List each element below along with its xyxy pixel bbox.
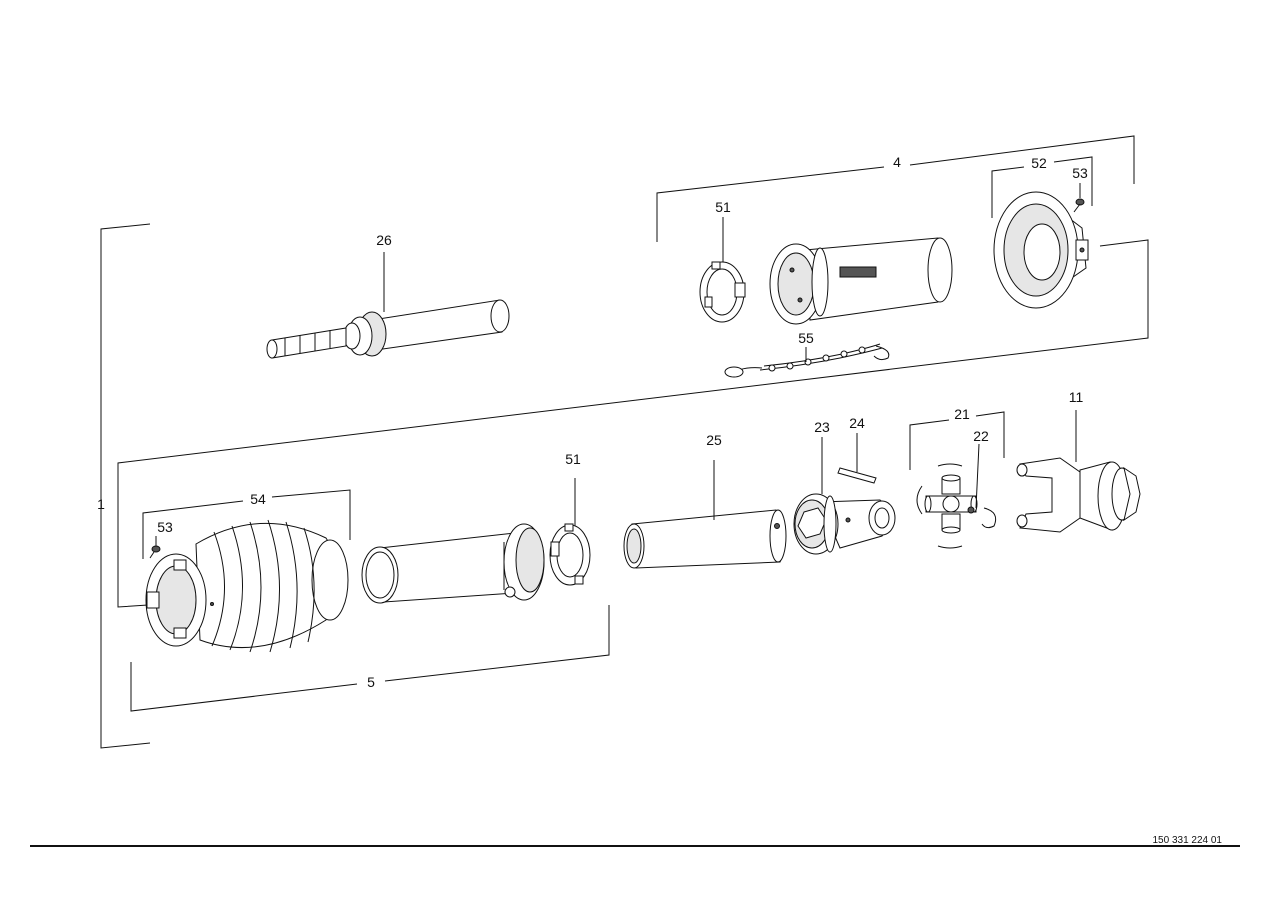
label-55: 55	[798, 330, 814, 346]
label-11: 11	[1069, 389, 1084, 405]
part-51-clamp-ring-upper	[699, 217, 746, 323]
part-22-grease-nipple-leader	[975, 443, 980, 509]
part-55-chain	[724, 343, 890, 378]
label-24: 24	[849, 415, 865, 431]
part-52-guard-cone	[993, 191, 1089, 309]
part-5-guard-tube-inner	[361, 523, 545, 604]
part-labels: 1 4 5 11 21 22 23 24 25 26 51 51 52 53 5…	[97, 154, 1088, 690]
part-4-guard-tube	[769, 237, 953, 325]
label-26: 26	[376, 232, 392, 248]
part-53-screw-upper	[1073, 183, 1085, 213]
label-53-upper: 53	[1072, 165, 1088, 181]
label-51-upper: 51	[715, 199, 731, 215]
footer: 150 331 224 01	[30, 835, 1240, 847]
part-25-profile-tube	[623, 460, 787, 569]
group-bracket-1	[100, 223, 151, 749]
group-bracket-4	[656, 135, 1135, 242]
part-54-bellows	[145, 519, 349, 653]
label-22: 22	[973, 428, 989, 444]
group-bracket-54	[142, 489, 351, 559]
label-25: 25	[706, 432, 722, 448]
part-51-clamp-ring-lower	[549, 478, 591, 586]
part-24-spring-pin	[837, 433, 877, 484]
label-23: 23	[814, 419, 830, 435]
label-5: 5	[367, 674, 375, 690]
part-53-screw-lower	[149, 536, 161, 559]
part-26-splined-shaft	[266, 252, 510, 359]
group-bracket-52	[991, 156, 1093, 218]
group-bracket-21	[909, 411, 1005, 470]
label-21: 21	[954, 406, 970, 422]
label-51-lower: 51	[565, 451, 581, 467]
label-1: 1	[97, 496, 105, 512]
group-bracket-upper-assembly	[117, 239, 1149, 608]
group-bracket-5	[130, 605, 610, 712]
part-11-outer-yoke	[1016, 410, 1141, 533]
document-number: 150 331 224 01	[1152, 835, 1222, 846]
part-23-inner-yoke	[793, 437, 896, 555]
label-4: 4	[893, 154, 901, 170]
part-21-cross-kit	[916, 463, 997, 549]
label-52: 52	[1031, 155, 1047, 171]
label-53-lower: 53	[157, 519, 173, 535]
label-54: 54	[250, 491, 266, 507]
